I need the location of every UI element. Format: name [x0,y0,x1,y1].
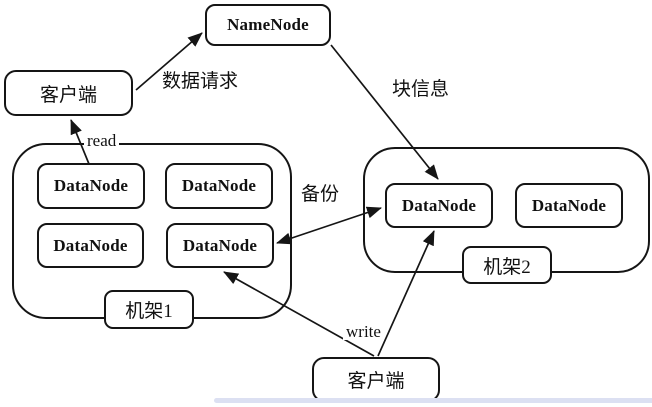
rack2-label: 机架2 [483,256,531,278]
client-bottom-box: 客户端 [312,357,440,402]
datanode-label: DataNode [531,195,607,215]
rack1-datanode-3: DataNode [37,223,144,268]
rack1-label-box: 机架1 [104,290,194,329]
rack2-label-box: 机架2 [462,246,552,284]
datanode-label: DataNode [53,176,129,195]
datanode-label: DataNode [182,235,258,255]
block-info-label: 块信息 [392,79,450,100]
backup-label: 备份 [301,184,340,205]
datanode-label: DataNode [401,195,477,215]
client-top-box: 客户端 [4,70,133,116]
namenode-box: NameNode [205,4,331,46]
rack1-datanode-2: DataNode [165,163,273,209]
write-label: write [343,323,384,340]
client-top-label: 客户端 [39,84,97,106]
bottom-accent-bar [214,398,652,403]
rack1-datanode-4: DataNode [166,223,274,268]
rack2-datanode-1: DataNode [385,183,493,228]
rack1-datanode-1: DataNode [37,163,145,209]
datanode-label: DataNode [181,176,257,195]
rack2-datanode-2: DataNode [515,183,623,228]
datanode-label: DataNode [53,235,128,255]
namenode-label: NameNode [227,15,309,34]
rack1-label: 机架1 [125,301,173,322]
data-request-label: 数据请求 [162,71,239,92]
client-bottom-label: 客户端 [347,371,405,392]
read-label: read [84,132,120,149]
